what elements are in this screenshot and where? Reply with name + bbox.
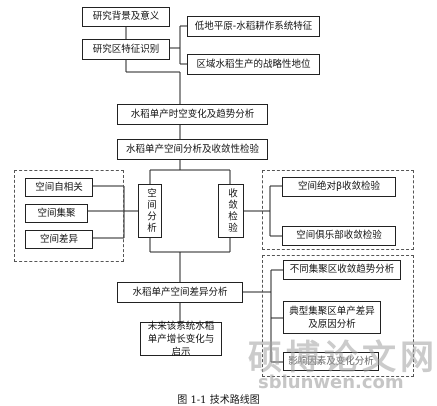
spatial-difference-box: 空间差异 (25, 230, 93, 249)
club-convergence-box: 空间俱乐部收敛检验 (282, 226, 396, 246)
spatial-analysis-vertical-box: 空间分析 (138, 184, 162, 238)
typical-cluster-difference-box: 典型集聚区单产差异及原因分析 (283, 301, 381, 334)
convergence-test-vertical-box: 收敛检验 (218, 184, 244, 238)
watermark-url: sblunwen.com (258, 372, 404, 393)
spatial-autocorrelation-box: 空间自相关 (25, 178, 93, 197)
regional-strategic-status-box: 区域水稻生产的战略性地位 (187, 54, 320, 75)
future-change-box: 未来该系统水稻单产增长变化与启示 (140, 321, 222, 358)
figure-caption: 图 1-1 技术路线图 (177, 395, 260, 406)
watermark-chinese: 硕博论文网 (248, 338, 437, 378)
spatial-convergence-box: 水稻单产空间分析及收敛性检验 (117, 139, 268, 160)
influence-factor-box: 影响因素及变化分析 (283, 352, 379, 371)
study-area-features-box: 研究区特征识别 (82, 39, 170, 60)
lowland-plain-system-box: 低地平原-水稻耕作系统特征 (187, 16, 320, 37)
research-background-box: 研究背景及意义 (82, 7, 170, 27)
cluster-convergence-trend-box: 不同集聚区收敛趋势分析 (283, 260, 401, 280)
absolute-beta-convergence-box: 空间绝对β收敛检验 (282, 177, 396, 197)
left-dashed-group (14, 170, 124, 262)
right-dashed-group-convergence (262, 170, 414, 250)
spatial-difference-analysis-box: 水稻单产空间差异分析 (117, 282, 243, 303)
right-dashed-group-difference (262, 255, 414, 377)
spatial-clustering-box: 空间集聚 (25, 204, 88, 223)
spatiotemporal-trend-box: 水稻单产时空变化及趋势分析 (117, 104, 268, 125)
